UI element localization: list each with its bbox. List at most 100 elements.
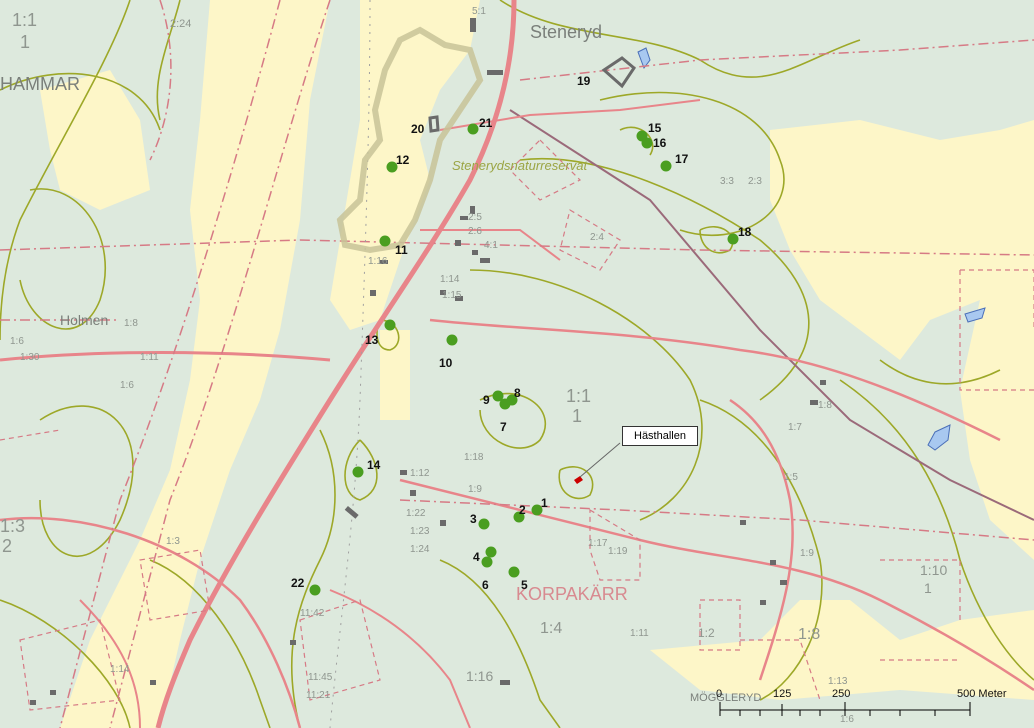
parcel-label: 1:3: [0, 516, 26, 536]
point-14-marker[interactable]: [352, 466, 364, 478]
parcel-label: 1:8: [818, 400, 832, 411]
hasthallen-callout[interactable]: Hästhallen: [622, 426, 698, 446]
point-6-label: 6: [482, 578, 489, 592]
point-1-marker[interactable]: [531, 504, 543, 516]
point-2-label: 2: [519, 503, 526, 517]
parcel-label: 2:3: [748, 176, 762, 187]
parcel-label: 11:42: [300, 608, 325, 619]
parcel-label: 1:6: [120, 380, 134, 391]
point-3-label: 3: [470, 512, 477, 526]
parcel-label: 1:14: [110, 664, 130, 675]
parcel-label: 2:4: [590, 232, 604, 243]
point-5-label: 5: [521, 578, 528, 592]
fields: [40, 0, 1034, 728]
parcel-label: 1:18: [464, 452, 484, 463]
nature-reserve-boundary: [336, 26, 484, 254]
point-6-marker[interactable]: [481, 556, 493, 568]
parcel-label: 1:6: [10, 336, 24, 347]
scale-label-125: 125: [773, 688, 792, 700]
parcel-label: 1:30: [20, 352, 40, 363]
point-11-label: 11: [395, 243, 408, 257]
point-10-marker[interactable]: [446, 334, 458, 346]
parcel-label: 3:3: [720, 176, 734, 187]
parcel-label: 5:1: [472, 6, 486, 17]
point-15-label: 15: [648, 121, 662, 135]
point-9-marker[interactable]: [492, 390, 504, 402]
outlined-buildings: [428, 56, 636, 133]
parcel-label: 1:14: [440, 274, 460, 285]
parcel-label: 1:23: [410, 526, 430, 537]
point-13-label: 13: [365, 333, 379, 347]
point-8-marker[interactable]: [506, 394, 518, 406]
place-label-steneryd: Steneryd: [530, 22, 603, 42]
parcel-label: 1:24: [410, 544, 430, 555]
buildings: [30, 18, 826, 705]
point-5-marker[interactable]: [508, 566, 520, 578]
parcel-label: 1:9: [800, 548, 814, 559]
place-label-reserve: Stenerydsnaturreservat: [452, 158, 588, 173]
survey-points: [309, 123, 739, 596]
parcel-label: 1:17: [588, 538, 608, 549]
point-13-marker[interactable]: [384, 319, 396, 331]
parcel-label: 4:1: [484, 240, 498, 251]
parcel-label: 1:8: [798, 626, 821, 643]
point-14-label: 14: [367, 458, 381, 472]
point-16-label: 16: [653, 136, 667, 150]
parcel-label: 1:15: [442, 290, 462, 301]
point-3-marker[interactable]: [478, 518, 490, 530]
point-12-marker[interactable]: [386, 161, 398, 173]
parcel-label: 1:11: [630, 628, 649, 639]
point-4-marker[interactable]: [485, 546, 497, 558]
point-8-label: 8: [514, 386, 521, 400]
parcel-label: 2:5: [468, 212, 482, 223]
point-22-marker[interactable]: [309, 584, 321, 596]
point-16-marker[interactable]: [641, 137, 653, 149]
parcel-label: 1:9: [468, 484, 482, 495]
parcel-lines: [0, 139, 1034, 711]
scale-bar: [719, 702, 971, 716]
parcel-label: 1:4: [540, 620, 563, 637]
point-18-label: 18: [738, 225, 752, 239]
point-18-marker[interactable]: [727, 233, 739, 245]
parcel-label: 1:1: [12, 10, 38, 30]
hasthallen-marker[interactable]: [574, 476, 583, 484]
parcel-label: 1:12: [410, 468, 430, 479]
parcel-label: 2:24: [170, 18, 192, 30]
parcel-label: 1:16: [368, 256, 388, 267]
point-19-label: 19: [577, 74, 591, 88]
place-label-korpakarr: KORPAKÄRR: [516, 584, 628, 604]
parcel-label: 1:22: [406, 508, 426, 519]
point-20-label: 20: [411, 122, 425, 136]
point-21-marker[interactable]: [467, 123, 479, 135]
parcel-label: 1:16: [466, 668, 494, 684]
parcel-label: 1: [20, 32, 31, 52]
point-1-label: 1: [541, 496, 548, 510]
parcel-label: 1:13: [828, 676, 848, 687]
place-label-holmen: Holmen: [60, 312, 109, 328]
place-label-moggleryd: MÖGGLERYD: [690, 692, 762, 704]
point-12-label: 12: [396, 153, 410, 167]
point-9-label: 9: [483, 393, 490, 407]
point-17-marker[interactable]: [660, 160, 672, 172]
point-4-label: 4: [473, 550, 480, 564]
parcel-label: 1:1: [566, 386, 592, 406]
parcel-label: 1:5: [784, 472, 798, 483]
point-22-label: 22: [291, 576, 305, 590]
parcel-label: 1:10: [920, 562, 948, 578]
scale-label-0: 0: [716, 688, 723, 700]
point-2-marker[interactable]: [513, 511, 525, 523]
parcel-label: 2: [2, 536, 13, 556]
callout-leader: [579, 442, 621, 478]
scale-label-500: 500 Meter: [957, 688, 1007, 700]
parcel-label: 1: [924, 580, 932, 596]
water: [637, 47, 986, 451]
point-11-marker[interactable]: [379, 235, 391, 247]
point-10-label: 10: [439, 356, 453, 370]
parcel-label: 1:3: [166, 536, 180, 547]
point-21-label: 21: [479, 116, 493, 130]
